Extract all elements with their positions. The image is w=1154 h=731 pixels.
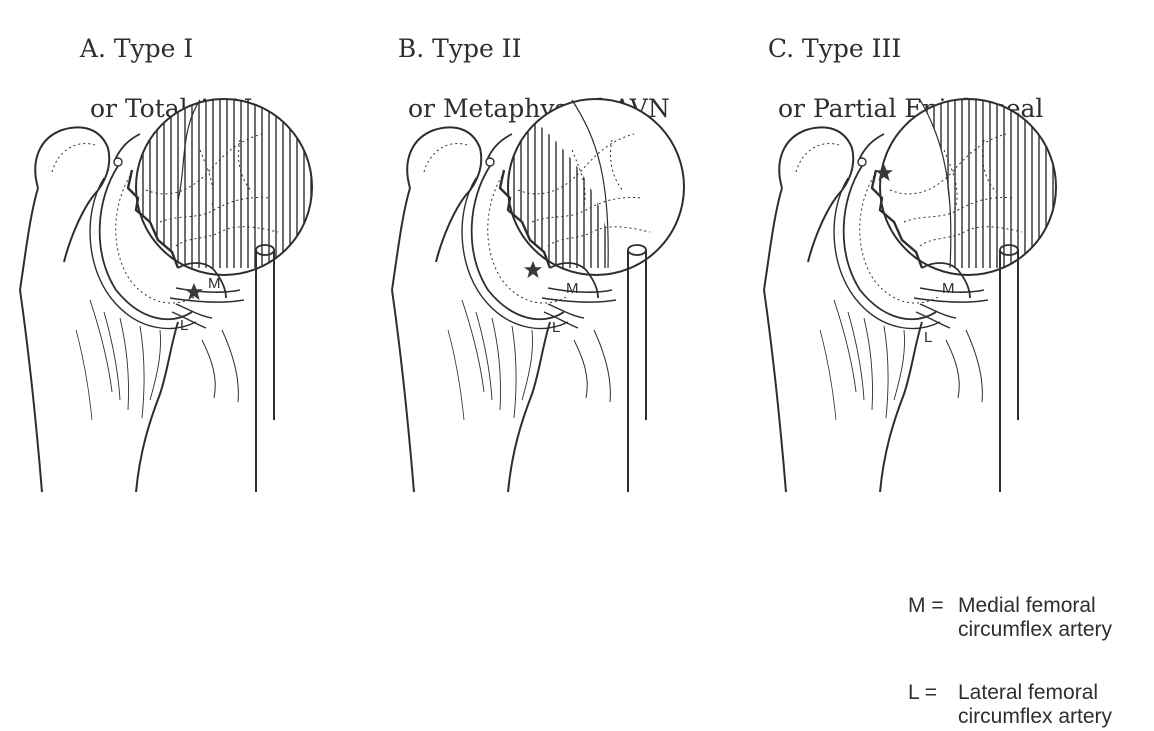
legend-lateral-key: L = [908,681,937,705]
panel-c-l-label: L [924,329,932,346]
legend-lateral-line2: circumflex artery [958,705,1112,729]
legend-medial: M = Medial femoral circumflex artery [908,594,1148,644]
legend-lateral-line1: Lateral femoral [958,681,1098,705]
panel-b-femur-drawing [392,99,684,492]
legend-medial-line2: circumflex artery [958,618,1112,642]
panel-c-femur-drawing [764,90,1060,492]
panel-a-l-label: L [180,317,188,334]
panel-a-m-label: M [208,275,221,292]
legend-lateral: L = Lateral femoral circumflex artery [908,681,1148,731]
panel-b-star-marker [524,261,542,278]
panel-b-m-label: M [566,280,579,297]
legend-medial-line1: Medial femoral [958,594,1096,618]
panel-c-m-label: M [942,280,955,297]
legend-medial-key: M = [908,594,944,618]
panel-a-femur-drawing [20,90,320,492]
panel-b-l-label: L [552,319,560,336]
